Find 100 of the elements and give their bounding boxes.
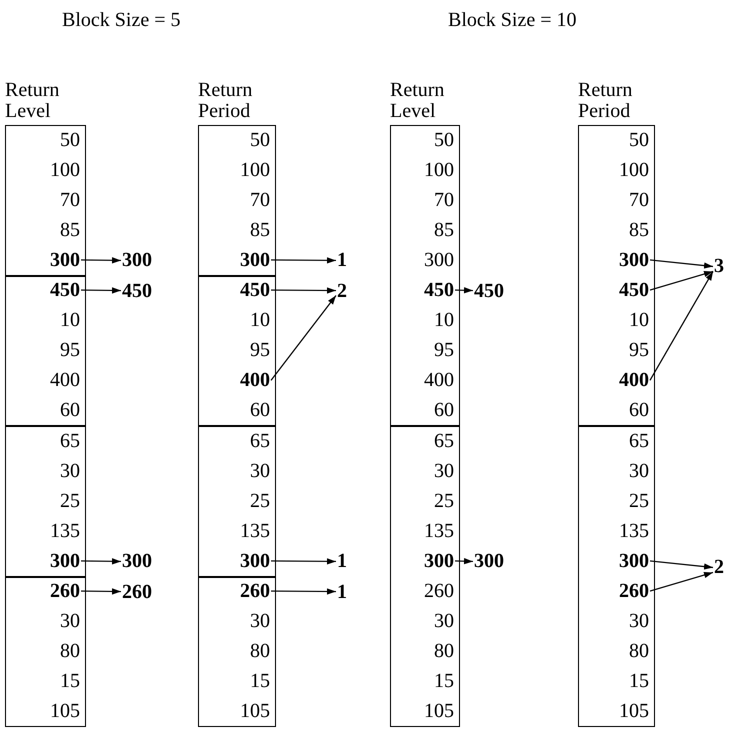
value-text: 400 <box>50 368 80 392</box>
value-text: 50 <box>434 128 454 152</box>
value-text: 10 <box>434 308 454 332</box>
block-box <box>578 426 655 727</box>
block-box <box>5 576 86 727</box>
value-text: 65 <box>434 428 454 453</box>
block-box <box>5 426 86 576</box>
arrow <box>271 588 336 595</box>
value-text: 450 <box>424 278 454 302</box>
arrow <box>270 295 336 381</box>
value-text: 25 <box>250 488 270 513</box>
value-text: 80 <box>250 639 270 664</box>
value-text: 135 <box>240 518 270 543</box>
value-text: 260 <box>240 579 270 604</box>
result-value: 3 <box>714 254 724 278</box>
value-text: 15 <box>629 669 649 694</box>
result-value: 1 <box>337 580 347 604</box>
result-value: 2 <box>714 555 724 580</box>
value-text: 105 <box>424 699 454 724</box>
value-text: 10 <box>250 308 270 332</box>
section-title: Block Size = 5 <box>62 10 182 31</box>
value-text: 100 <box>424 158 454 182</box>
value-text: 85 <box>434 218 454 242</box>
arrow <box>81 287 121 294</box>
block-box <box>390 125 460 426</box>
value-text: 10 <box>629 308 649 332</box>
value-text: 400 <box>424 368 454 392</box>
value-text: 95 <box>250 338 270 362</box>
arrow <box>81 588 121 595</box>
block-box <box>5 125 86 276</box>
value-text: 300 <box>424 548 454 573</box>
arrow <box>454 287 474 294</box>
block-box <box>5 276 86 426</box>
value-text: 30 <box>250 609 270 634</box>
result-value: 300 <box>474 549 504 574</box>
arrow <box>454 558 474 564</box>
value-text: 260 <box>619 579 649 604</box>
result-value: 260 <box>122 580 152 604</box>
value-text: 260 <box>50 579 80 604</box>
value-text: 15 <box>60 669 80 694</box>
value-text: 70 <box>250 188 270 212</box>
value-text: 80 <box>60 639 80 664</box>
value-text: 260 <box>424 579 454 604</box>
value-text: 65 <box>250 428 270 453</box>
value-text: 15 <box>434 669 454 694</box>
value-text: 450 <box>619 278 649 302</box>
value-text: 10 <box>60 308 80 332</box>
arrow <box>650 560 714 570</box>
value-text: 95 <box>629 338 649 362</box>
arrow <box>81 558 121 564</box>
value-text: 30 <box>434 458 454 483</box>
column-header: Return Period <box>198 80 254 122</box>
result-value: 300 <box>122 549 152 574</box>
value-text: 100 <box>50 158 80 182</box>
value-text: 60 <box>434 398 454 422</box>
value-text: 30 <box>60 458 80 483</box>
value-text: 95 <box>60 338 80 362</box>
value-text: 300 <box>240 548 270 573</box>
value-text: 30 <box>629 458 649 483</box>
result-value: 450 <box>122 278 152 303</box>
arrow <box>271 287 336 294</box>
result-value: 2 <box>337 278 347 303</box>
value-text: 65 <box>60 428 80 453</box>
value-text: 70 <box>629 188 649 212</box>
value-text: 450 <box>50 278 80 302</box>
value-text: 85 <box>250 218 270 242</box>
value-text: 30 <box>60 609 80 634</box>
value-text: 50 <box>629 128 649 152</box>
value-text: 30 <box>250 458 270 483</box>
value-text: 100 <box>240 158 270 182</box>
arrow <box>650 270 714 291</box>
column-header: Return Period <box>578 80 634 122</box>
value-text: 135 <box>619 518 649 543</box>
column-header: Return Level <box>390 80 446 122</box>
value-text: 30 <box>434 609 454 634</box>
value-text: 300 <box>50 548 80 573</box>
value-text: 60 <box>629 398 649 422</box>
result-value: 450 <box>474 278 504 303</box>
value-text: 300 <box>619 548 649 573</box>
block-box <box>198 276 276 426</box>
block-box <box>578 125 655 426</box>
block-box <box>198 576 276 727</box>
value-text: 300 <box>424 248 454 272</box>
arrow <box>649 271 714 381</box>
value-text: 85 <box>629 218 649 242</box>
value-text: 25 <box>629 488 649 513</box>
value-text: 70 <box>60 188 80 212</box>
value-text: 30 <box>629 609 649 634</box>
value-text: 60 <box>250 398 270 422</box>
value-text: 105 <box>619 699 649 724</box>
value-text: 300 <box>240 248 270 272</box>
value-text: 65 <box>629 428 649 453</box>
value-text: 105 <box>240 699 270 724</box>
result-value: 300 <box>122 248 152 272</box>
value-text: 450 <box>240 278 270 302</box>
arrow <box>81 257 121 264</box>
arrow <box>650 572 714 592</box>
value-text: 85 <box>60 218 80 242</box>
value-text: 25 <box>60 488 80 513</box>
value-text: 50 <box>60 128 80 152</box>
